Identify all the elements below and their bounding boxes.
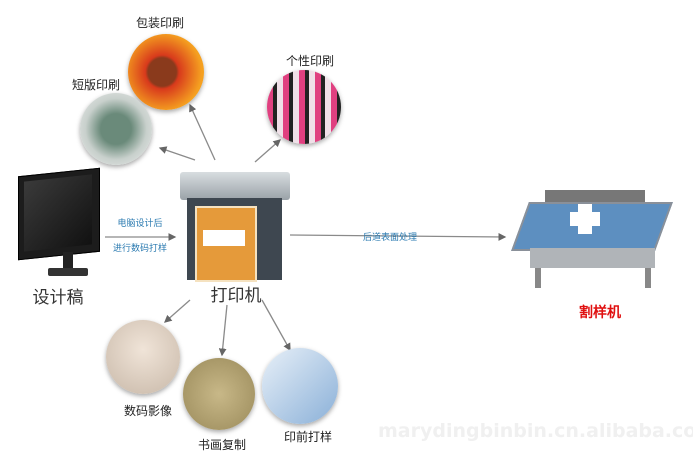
source-label: 设计稿: [32, 288, 84, 308]
arrow-prepress: [261, 299, 291, 352]
watermark: marydingbinbin.cn.alibaba.com: [378, 420, 693, 442]
arrow-text-post: 后道表面处理: [362, 233, 418, 243]
arrow-digital-photo: [164, 299, 191, 323]
arrow-text-design-2: 进行数码打样: [112, 244, 168, 254]
printer-image: [175, 168, 295, 283]
packaging-image: [128, 34, 204, 110]
label-prepress: 印前打样: [283, 430, 333, 444]
digital-photo-image: [106, 320, 180, 394]
arrow-packaging: [189, 103, 216, 161]
custom-image: [267, 70, 341, 144]
prepress-image: [262, 348, 338, 424]
center-label: 打印机: [210, 286, 262, 306]
arrow-printer-to-cutter: [289, 233, 507, 241]
label-packaging: 包装印刷: [135, 16, 185, 30]
arrow-painting: [218, 304, 228, 357]
cutter-image: [511, 182, 673, 290]
label-short-run: 短版印刷: [71, 78, 121, 92]
target-label: 割样机: [579, 305, 621, 321]
arrow-short-run: [158, 146, 196, 161]
label-custom: 个性印刷: [285, 54, 335, 68]
arrow-custom: [254, 139, 281, 163]
label-digital-photo: 数码影像: [123, 404, 173, 418]
monitor-image: [18, 167, 100, 278]
short-run-image: [80, 93, 152, 165]
painting-image: [183, 358, 255, 430]
arrow-text-design-1: 电脑设计后: [117, 219, 163, 229]
label-painting: 书画复制: [197, 438, 247, 452]
